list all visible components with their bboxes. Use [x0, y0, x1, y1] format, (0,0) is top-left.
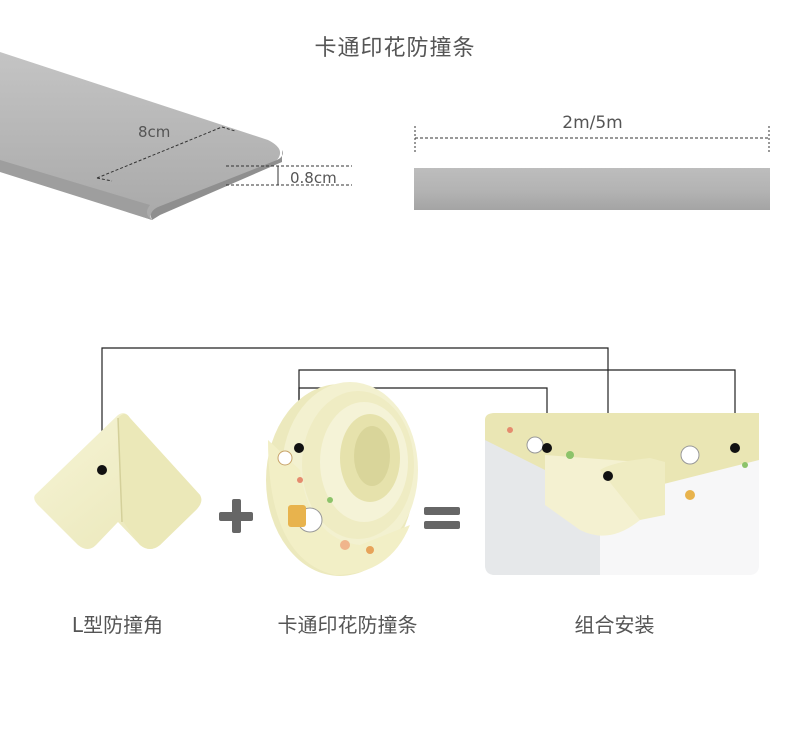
caption-l-corner: L型防撞角 — [71, 613, 164, 637]
thickness-dimension-line — [226, 165, 352, 186]
length-dimension-line — [414, 126, 770, 152]
l-corner-marker — [97, 465, 107, 475]
l-corner-guard — [34, 413, 202, 549]
assembly-strip-marker-right — [730, 443, 740, 453]
caption-assembly: 组合安装 — [574, 613, 655, 637]
page-title: 卡通印花防撞条 — [314, 36, 476, 61]
assembly-strip-marker-left — [542, 443, 552, 453]
flat-strip-bar — [414, 168, 770, 210]
assembly-photo — [485, 413, 759, 575]
length-label: 2m/5m — [562, 113, 623, 133]
thickness-label: 0.8cm — [290, 169, 337, 187]
width-label: 8cm — [138, 123, 171, 141]
perspective-strip — [0, 52, 283, 220]
caption-strip: 卡通印花防撞条 — [277, 613, 418, 637]
printed-strip-roll — [266, 382, 418, 576]
width-dimension-line — [96, 126, 236, 182]
assembly-corner-marker — [603, 471, 613, 481]
strip-marker — [294, 443, 304, 453]
equals-icon — [424, 507, 460, 529]
plus-icon — [219, 499, 253, 533]
